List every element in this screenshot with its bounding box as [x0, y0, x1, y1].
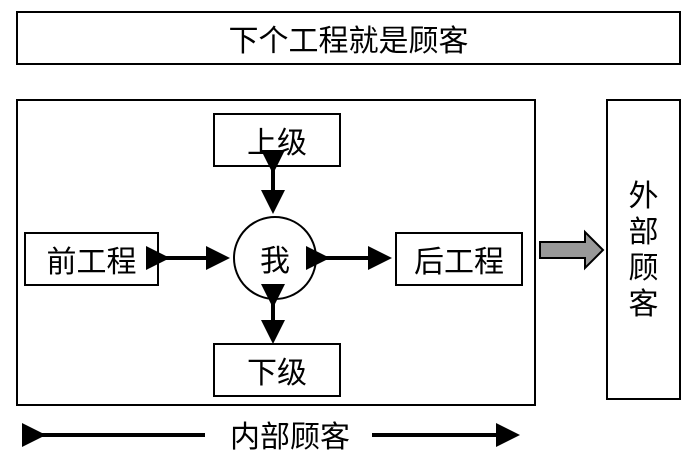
external-customer-label: 外 部 顾 客: [608, 179, 679, 323]
external-char-2: 部: [628, 215, 659, 250]
banner-text: 下个工程就是顾客: [228, 24, 469, 59]
external-customer-box: 外 部 顾 客: [606, 99, 681, 400]
external-char-4: 客: [628, 287, 659, 322]
external-char-1: 外: [628, 179, 659, 214]
node-previous-process: 前工程: [24, 232, 159, 286]
node-self-circle: 我: [233, 216, 317, 300]
external-char-3: 顾: [628, 251, 659, 286]
internal-customer-label: 内部顾客: [212, 414, 368, 455]
top-banner: 下个工程就是顾客: [16, 11, 681, 65]
arrow-to-external: [539, 229, 605, 271]
node-upper-level: 上级: [213, 113, 341, 167]
node-next-process: 后工程: [395, 232, 523, 286]
node-lower-level: 下级: [213, 343, 341, 397]
